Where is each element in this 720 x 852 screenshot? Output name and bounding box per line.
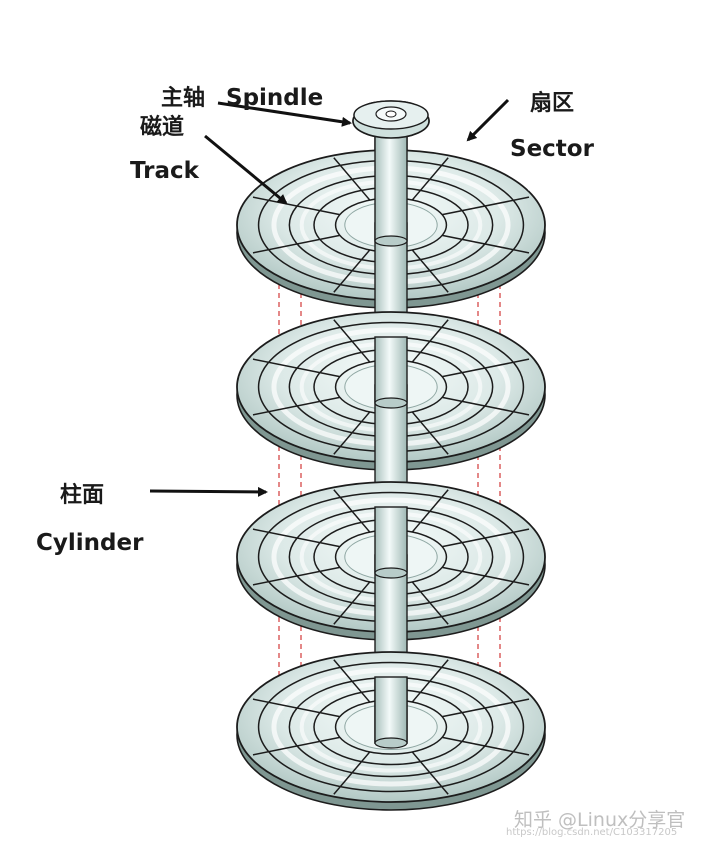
spindle-shaft-visible: [374, 127, 408, 242]
spindle-arrow: [217, 101, 352, 127]
sector-line: [442, 396, 530, 416]
sector-line: [411, 659, 449, 703]
spindle-base: [374, 737, 408, 749]
sector-line: [252, 358, 340, 378]
spindle-shaft-visible: [374, 336, 408, 404]
spindle-shaft-visible: [374, 676, 408, 744]
sector-line: [442, 698, 530, 718]
track-band: [271, 667, 511, 787]
sector-line: [411, 581, 449, 625]
sector-line: [442, 566, 530, 586]
track-label-cn: 磁道: [140, 115, 185, 140]
cylinder-label-cn: 柱面: [60, 483, 105, 508]
sector-label-en: Sector: [510, 136, 594, 162]
sector-line: [442, 358, 530, 378]
sector-line: [442, 736, 530, 756]
sector-line: [333, 489, 371, 533]
sector-line: [411, 249, 449, 293]
sector-line: [411, 751, 449, 795]
sector-highlight: [469, 146, 532, 191]
sector-line: [333, 157, 371, 201]
sector-line: [252, 196, 340, 216]
cylinder-label-en: Cylinder: [36, 530, 144, 556]
sector-line: [252, 396, 340, 416]
spindle-base: [374, 235, 408, 247]
watermark-url: https://blog.csdn.net/C103317205: [506, 827, 678, 838]
spindle-label-cn: 主轴: [161, 86, 206, 111]
sector-line: [333, 319, 371, 363]
sector-line: [252, 566, 340, 586]
sector-label-cn: 扇区: [530, 91, 575, 116]
spindle-base: [374, 397, 408, 409]
spindle-label-en: Spindle: [226, 85, 324, 111]
sector-line: [333, 411, 371, 455]
sector-line: [411, 489, 449, 533]
spindle-cap-hole: [385, 110, 397, 118]
cylinder-arrow: [149, 486, 268, 497]
sector-line: [252, 528, 340, 548]
sector-line: [333, 659, 371, 703]
sector-line: [411, 319, 449, 363]
sector-line: [252, 736, 340, 756]
sector-line: [411, 157, 449, 201]
sector-line: [252, 234, 340, 254]
sector-line: [442, 528, 530, 548]
sector-line: [252, 698, 340, 718]
sector-line: [442, 234, 530, 254]
spindle-base: [374, 567, 408, 579]
spindle-shaft-visible: [374, 506, 408, 574]
track-ring: [257, 661, 525, 793]
sector-line: [442, 196, 530, 216]
track-label-en: Track: [130, 158, 199, 184]
sector-line: [411, 411, 449, 455]
sector-arrow: [466, 98, 510, 142]
sector-line: [333, 249, 371, 293]
sector-line: [333, 581, 371, 625]
sector-line: [333, 751, 371, 795]
track-arrow: [204, 134, 288, 205]
watermark-main: 知乎 @Linux分享官: [514, 809, 686, 831]
